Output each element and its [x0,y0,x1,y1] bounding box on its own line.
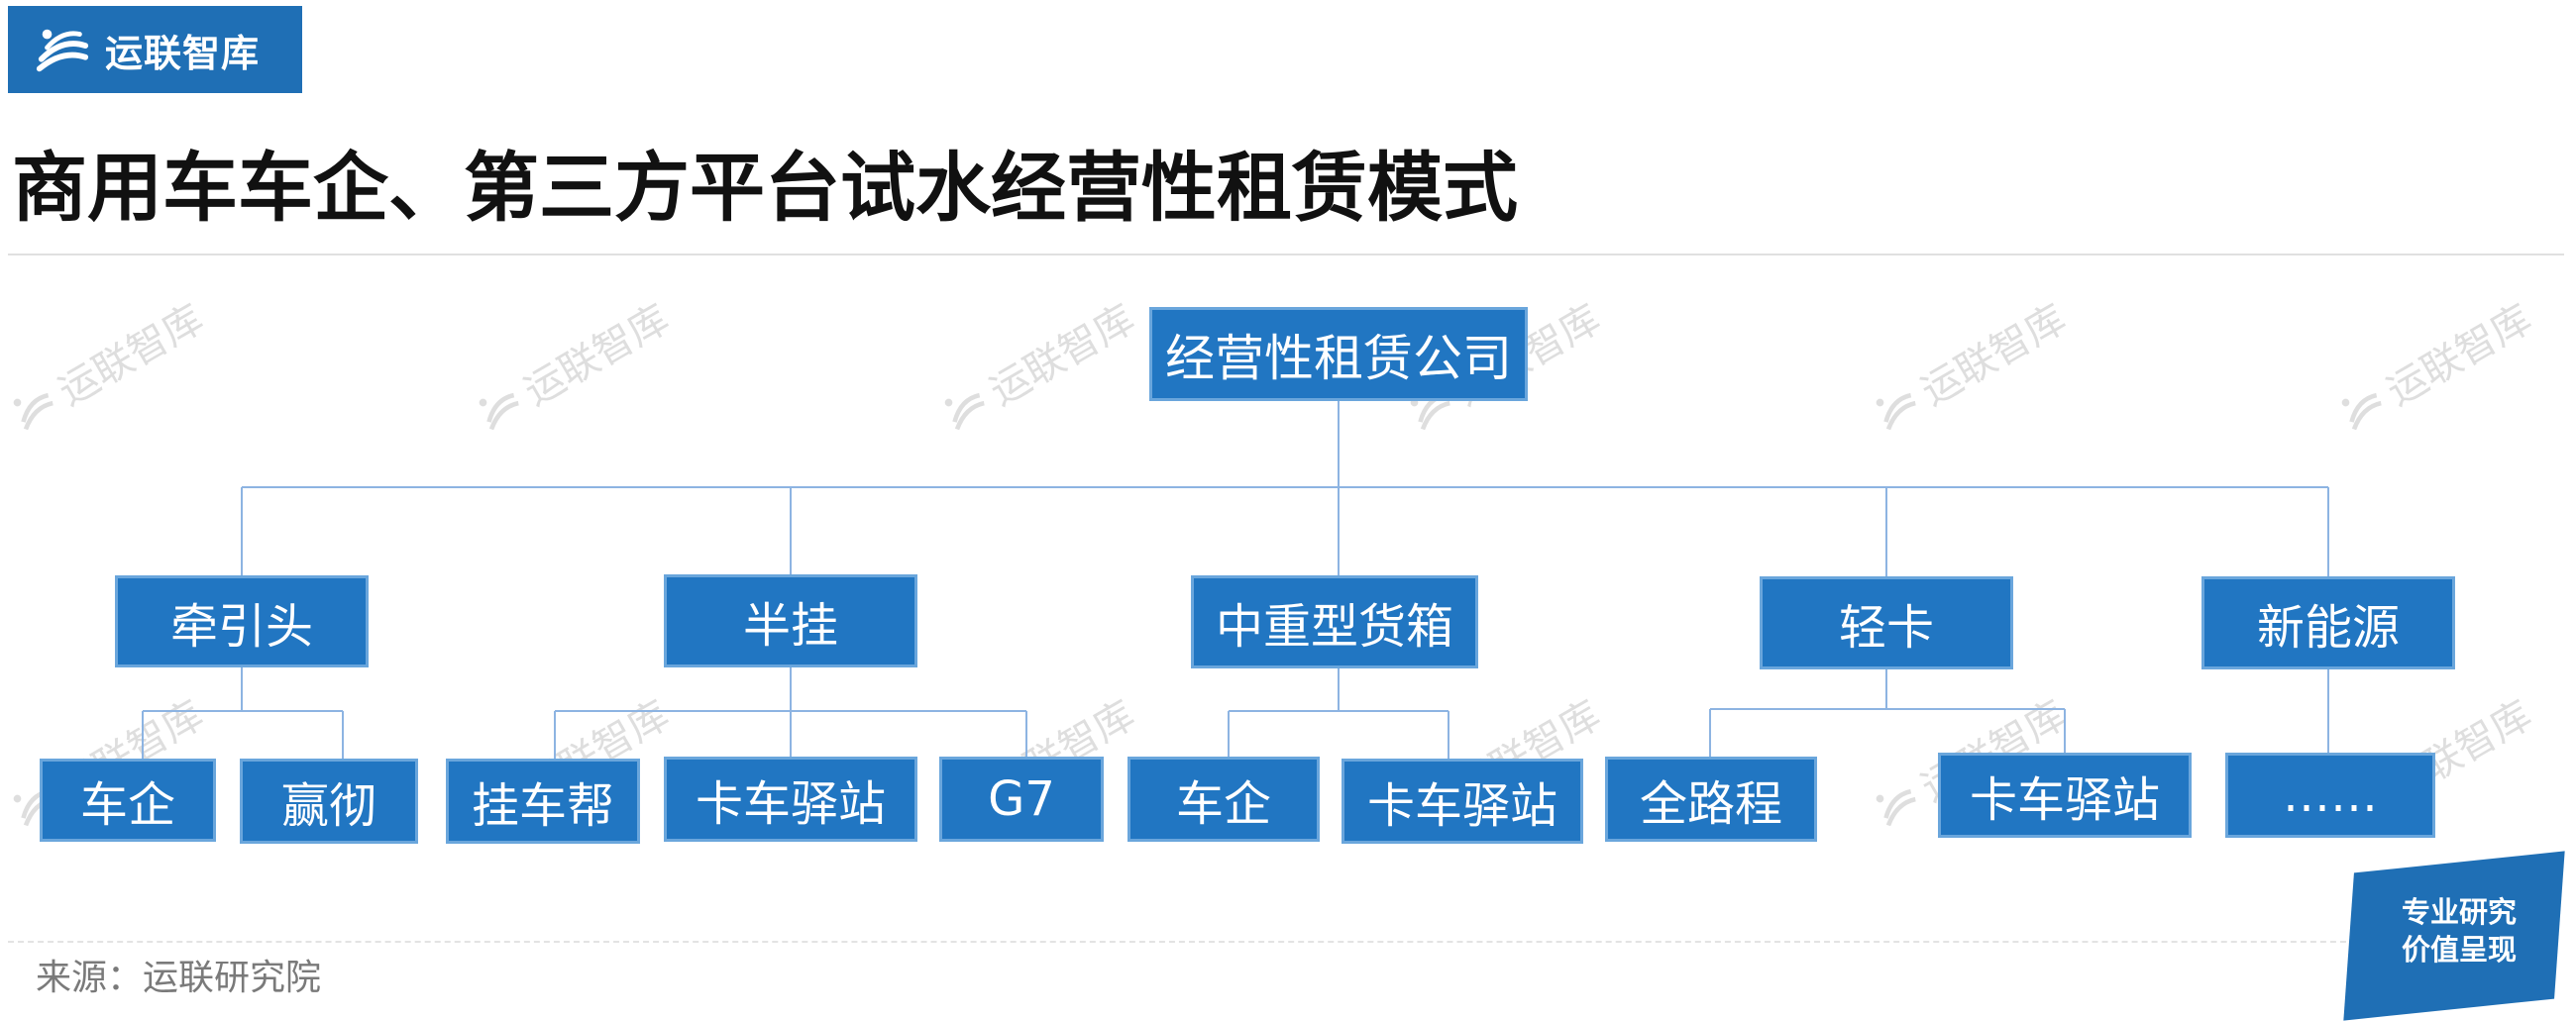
category-node-light-truck: 轻卡 [1760,576,2013,669]
leaf-node: …… [2225,753,2435,838]
footer-divider [8,941,2386,943]
leaf-label: 挂车帮 [471,778,614,834]
leaf-label: 车企 [1175,776,1271,832]
category-label: 中重型货箱 [1215,599,1453,655]
category-label: 牵引头 [169,598,313,655]
page-title: 商用车车企、第三方平台试水经营性租赁模式 [12,144,1518,232]
leaf-node: 车企 [1127,757,1320,842]
source-note: 来源：运联研究院 [36,958,322,998]
title-divider [8,254,2564,255]
category-node-tractor: 牵引头 [115,575,369,667]
leaf-label: 卡车驿站 [1969,772,2160,828]
slogan-line-1: 专业研究 [2401,895,2517,929]
category-label: 新能源 [2256,600,2400,656]
root-node: 经营性租赁公司 [1149,307,1528,401]
category-node-heavy-box: 中重型货箱 [1191,575,1478,668]
leaf-label: 车企 [79,777,175,833]
leaf-label: 全路程 [1639,776,1782,832]
category-label: 半挂 [742,598,838,654]
brand-name: 运联智库 [105,31,261,75]
leaf-node: 车企 [40,759,216,842]
slogan-line-2: 价值呈现 [2401,933,2517,967]
leaf-node: G7 [939,757,1104,842]
root-node-label: 经营性租赁公司 [1165,329,1512,387]
category-node-semitrailer: 半挂 [664,574,917,667]
category-label: 轻卡 [1838,600,1934,656]
leaf-node: 卡车驿站 [664,757,917,842]
category-node-new-energy: 新能源 [2201,576,2455,669]
leaf-label: 卡车驿站 [1366,778,1557,834]
leaf-node: 卡车驿站 [1938,753,2192,838]
leaf-label: 赢彻 [280,778,376,834]
leaf-node: 挂车帮 [446,759,640,844]
leaf-node: 全路程 [1605,757,1817,842]
brand-logo: 运联智库 [8,6,302,93]
yunlian-swirl-logo-icon [36,29,89,72]
slogan-text: 专业研究 价值呈现 [2370,893,2548,969]
leaf-label: 卡车驿站 [695,776,886,832]
leaf-label: …… [2283,767,2378,823]
leaf-label: G7 [988,771,1055,827]
leaf-node: 卡车驿站 [1342,759,1583,844]
leaf-node: 赢彻 [240,759,418,844]
